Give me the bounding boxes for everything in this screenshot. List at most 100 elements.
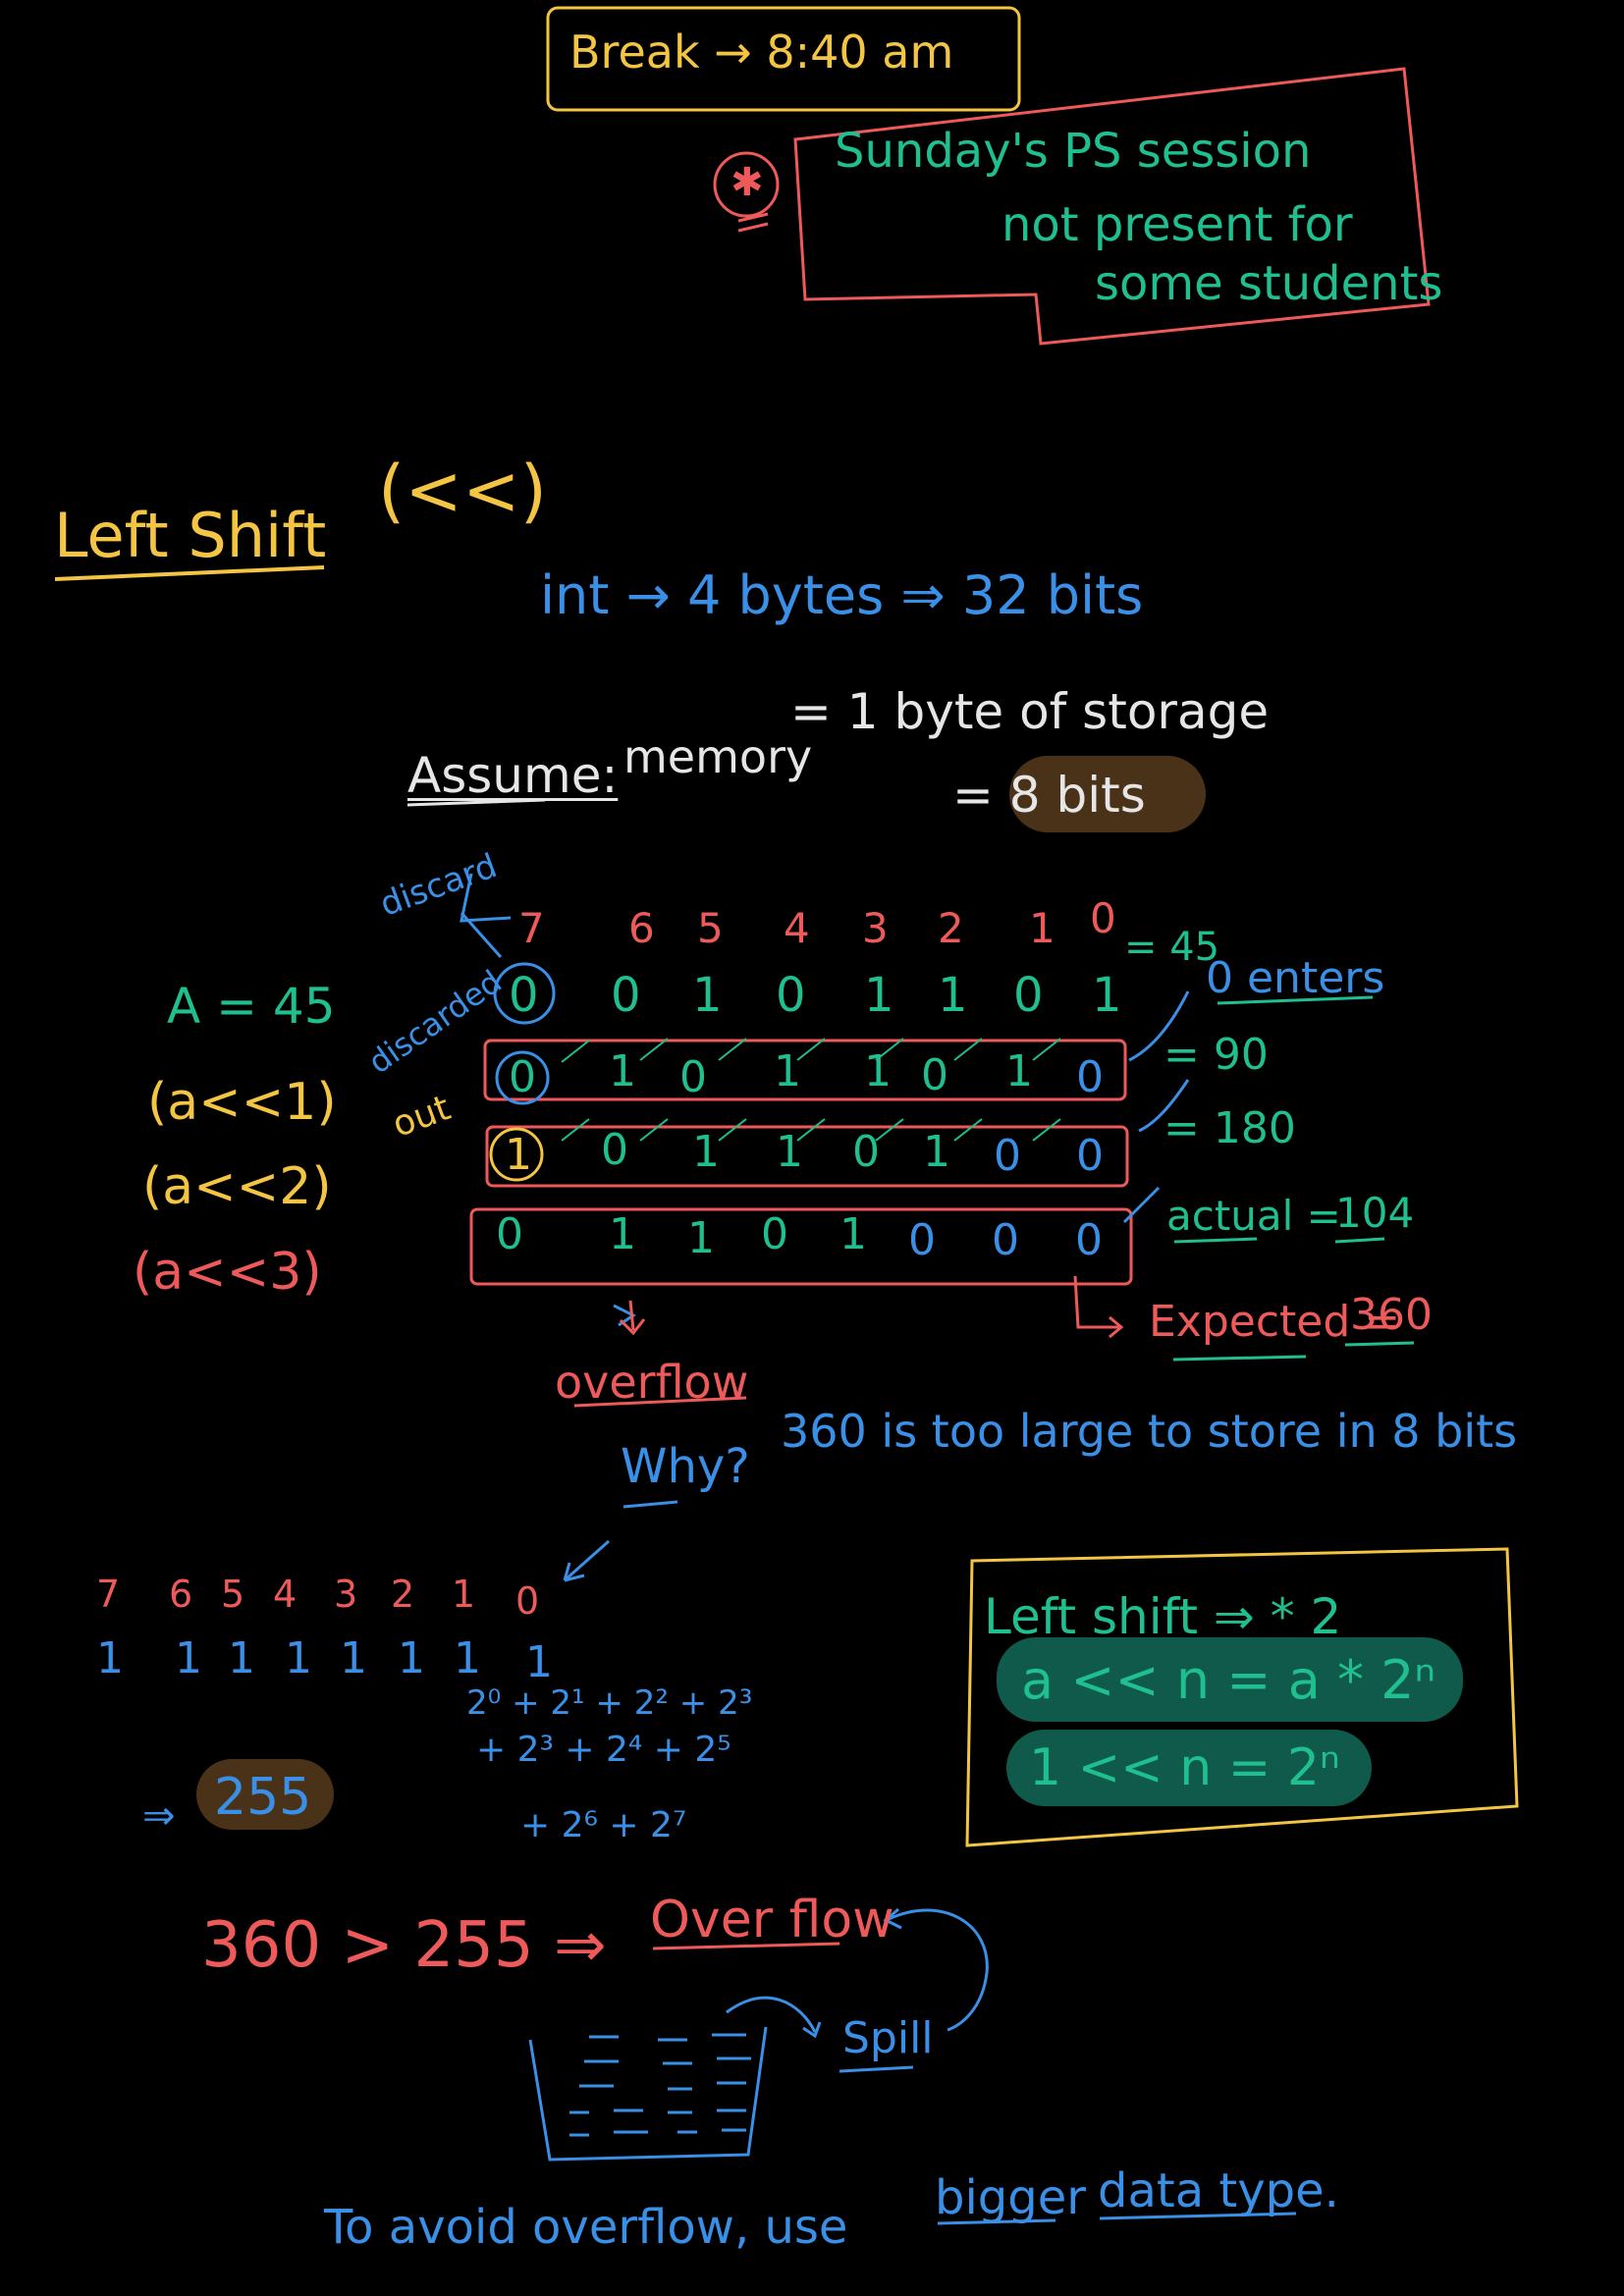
row-1-value: = 90 [1164,1030,1269,1080]
bit: 1 [839,1209,867,1259]
bit-position: 6 [169,1573,193,1616]
section-operator: (<<) [378,451,547,531]
bit-position: 5 [697,904,724,952]
bit: 1 [776,1127,803,1177]
bit: 1 [175,1633,202,1683]
comparison: 360 > 255 ⇒ [201,1909,607,1982]
bit-position: 2 [938,904,964,952]
bit: 0 [509,968,539,1023]
bit: 1 [774,1046,801,1096]
bit: 1 [923,1127,950,1177]
bit: 0 [611,968,641,1023]
bit: 0 [601,1125,628,1175]
memory-label: memory [623,730,813,783]
bit: 1 [96,1633,124,1683]
highlight-255 [196,1759,334,1830]
highlight-formula-2 [1006,1730,1372,1806]
implies-arrow: ⇒ [142,1793,176,1839]
rule-formula-1: a << n = a * 2ⁿ [1021,1649,1436,1711]
bit: 0 [992,1215,1019,1265]
bit-position: 0 [515,1579,540,1623]
bit-position: 1 [1029,904,1056,952]
row-2-value: = 180 [1164,1103,1296,1153]
memory-line-2: = 8 bits [952,767,1146,824]
advice-prefix: To avoid overflow, use [324,2200,848,2255]
bit: 1 [687,1213,715,1263]
bit: 0 [679,1052,707,1102]
bit: 0 [1076,1131,1104,1181]
bit-position: 3 [334,1573,358,1616]
bit: 1 [609,1046,636,1096]
power-sum-line-1: 2⁰ + 2¹ + 2² + 2³ [466,1683,753,1723]
break-note: Break → 8:40 am [569,26,954,79]
bit: 0 [496,1209,523,1259]
bit: 1 [692,968,723,1023]
bit: 0 [776,968,806,1023]
bit: 0 [509,1052,536,1102]
bit: 0 [908,1215,936,1265]
row-0-value: = 45 [1124,925,1220,970]
bit: 1 [505,1130,532,1180]
bit: 1 [864,1046,892,1096]
bit-position: 4 [784,904,810,952]
expected-value: 360 [1350,1290,1433,1340]
bit: 1 [1005,1046,1033,1096]
advice-bigger: bigger [935,2170,1087,2225]
advice-data-type: data type. [1098,2163,1339,2218]
row-1-label: (a<<1) [147,1073,337,1132]
bit-position: 6 [628,904,655,952]
bit: 1 [285,1633,312,1683]
bit: 0 [852,1127,880,1177]
assume-label: Assume: [407,747,619,804]
announcement-line-3: some students [1095,256,1443,311]
bit: 1 [864,968,894,1023]
memory-line-1: = 1 byte of storage [790,683,1270,740]
bit: 1 [525,1637,553,1687]
bit-position: 3 [862,904,889,952]
row-3-label: (a<<3) [133,1243,322,1302]
rule-formula-2: 1 << n = 2ⁿ [1029,1738,1340,1797]
bit: 0 [1075,1215,1103,1265]
power-sum-line-3: + 2⁶ + 2⁷ [520,1805,687,1845]
bit-position: 0 [1090,894,1116,942]
why-question: Why? [621,1439,750,1494]
star-icon: ✱ [731,160,764,205]
bit: 0 [921,1050,948,1100]
bit-position: 2 [391,1573,415,1616]
bit: 1 [454,1633,481,1683]
why-explanation: 360 is too large to store in 8 bits [781,1405,1518,1458]
overflow-word: Over flow [650,1891,894,1949]
highlight-formula-1 [997,1637,1463,1722]
rule-title: Left shift ⇒ * 2 [984,1588,1342,1645]
actual-value: 104 [1335,1189,1415,1237]
highlight-8-bits [1009,756,1206,832]
expected-label: Expected = [1149,1297,1401,1347]
bit: 1 [692,1127,720,1177]
bit: 0 [761,1209,788,1259]
bit: 0 [1013,968,1044,1023]
bit: 1 [1092,968,1122,1023]
bit-position: 7 [96,1573,121,1616]
bit-position: 5 [221,1573,245,1616]
bit: 0 [1076,1052,1104,1102]
announcement-line-2: not present for [1001,197,1353,252]
section-title: Left Shift [54,500,327,571]
spill-label: Spill [842,2013,934,2063]
bit: 1 [340,1633,367,1683]
announcement-line-1: Sunday's PS session [835,124,1312,179]
bit-position: 7 [518,904,545,952]
bit: 1 [938,968,968,1023]
zero-enters-note: 0 enters [1206,953,1385,1003]
bit: 1 [609,1209,636,1259]
max-value: 255 [214,1768,312,1827]
bit: 0 [994,1131,1021,1181]
int-fact: int → 4 bytes ⇒ 32 bits [540,564,1144,626]
bit: 1 [398,1633,425,1683]
bit: 1 [228,1633,255,1683]
bit-position: 1 [452,1573,476,1616]
overflow-label: overflow [555,1356,749,1409]
power-sum-line-2: + 2³ + 2⁴ + 2⁵ [476,1730,731,1770]
bit-position: 4 [273,1573,298,1616]
a-label: A = 45 [167,978,336,1035]
